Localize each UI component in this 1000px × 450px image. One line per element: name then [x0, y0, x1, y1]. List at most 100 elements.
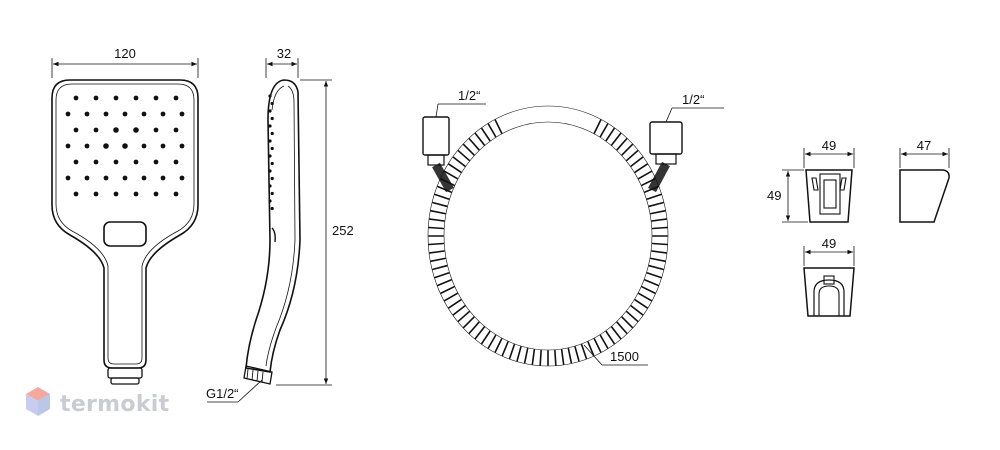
holder-front-view: 49 49	[767, 138, 855, 223]
nozzle	[122, 175, 128, 181]
hose-rib	[610, 132, 622, 146]
nozzle	[160, 111, 166, 117]
side-nozzle	[268, 139, 272, 143]
holder-front-width-label: 49	[822, 138, 836, 153]
hose-rib	[616, 138, 628, 151]
holder-side-depth-label: 47	[917, 138, 931, 153]
hose-rib	[634, 298, 648, 309]
nozzle	[173, 95, 179, 101]
hose-rib	[462, 143, 475, 156]
hose-length-label: 1500	[610, 349, 639, 364]
hose-rib	[452, 305, 466, 316]
hose-rib	[599, 123, 609, 138]
side-nozzle	[270, 116, 274, 121]
nozzle	[113, 127, 119, 133]
nozzle	[73, 159, 79, 165]
nozzle	[113, 191, 119, 197]
holder-height-label: 49	[767, 188, 781, 203]
shower-head-side-view: 32 252 G1/2“	[206, 46, 354, 403]
side-nozzle	[270, 131, 274, 136]
hose-rib	[621, 143, 634, 156]
side-nozzle	[268, 94, 272, 98]
holder-side-view: 47	[899, 138, 950, 223]
hose-rib	[430, 210, 447, 215]
hose-rib	[625, 310, 639, 323]
hose-rib	[651, 250, 668, 254]
nozzle	[153, 95, 159, 101]
nozzle	[73, 95, 79, 101]
hose-rib	[494, 119, 503, 134]
nozzle	[160, 143, 166, 149]
side-nozzle	[268, 184, 272, 188]
hose-rib	[508, 343, 516, 360]
nozzle	[103, 111, 109, 117]
hose-rib	[651, 218, 668, 222]
nozzle	[133, 95, 139, 101]
nozzle	[133, 191, 139, 197]
hose-rib	[501, 341, 509, 357]
side-nozzle	[268, 199, 272, 203]
shower-hose: 1/2“ 1/2“ 1500	[422, 88, 724, 367]
side-nozzle	[268, 154, 272, 158]
side-nozzle	[268, 169, 272, 173]
hose-rib	[641, 285, 656, 294]
nozzle	[179, 143, 185, 149]
holder-bottom-width-label: 49	[822, 236, 836, 251]
nozzle	[103, 143, 109, 149]
hose-rib	[605, 127, 616, 142]
nozzle	[93, 191, 99, 197]
holder-bottom-view: 49	[803, 236, 855, 317]
hose-rib	[599, 334, 609, 349]
hose-rib	[448, 163, 462, 173]
watermark-brand: termokit	[60, 392, 170, 417]
nozzle	[93, 159, 99, 165]
side-nozzle	[268, 124, 272, 128]
nozzle	[153, 191, 159, 197]
hose-rib	[468, 321, 480, 334]
hose-rib	[643, 279, 659, 287]
side-nozzles	[268, 94, 274, 211]
side-nozzle	[270, 146, 274, 151]
hose-rib	[523, 347, 529, 364]
hose-rib	[516, 346, 522, 362]
hose-end	[648, 161, 670, 193]
hose-rib	[648, 201, 664, 208]
nozzle	[133, 127, 139, 133]
hose-rib	[443, 292, 459, 302]
hose-rib	[574, 346, 580, 362]
hose-rib	[487, 123, 497, 138]
total-length-label: 252	[332, 223, 354, 238]
nozzle	[153, 159, 159, 165]
nozzle	[173, 127, 179, 133]
nozzle	[160, 175, 166, 181]
hose-rib	[531, 348, 536, 365]
hose-rib	[637, 170, 653, 180]
hose-rib	[587, 341, 595, 357]
hose-rib	[625, 150, 639, 162]
nozzle	[103, 175, 109, 181]
side-nozzle	[270, 161, 274, 166]
hose-rib	[480, 330, 491, 345]
hose-rib	[610, 326, 622, 340]
hose-rib	[443, 170, 459, 180]
nozzle	[173, 191, 179, 197]
nozzle	[113, 95, 119, 101]
hose-rib	[457, 310, 471, 323]
hose-rib	[616, 321, 628, 334]
hose-rib	[621, 316, 634, 329]
side-nozzle	[270, 101, 274, 106]
nozzle	[141, 175, 147, 181]
hose-rib	[649, 210, 666, 215]
hose-rib	[634, 163, 648, 173]
hose-edge-outer	[427, 105, 669, 367]
hose-coil	[427, 105, 670, 367]
hose-rib	[474, 132, 486, 146]
hose-rib	[649, 257, 666, 263]
nozzle	[93, 95, 99, 101]
hose-rib	[428, 250, 445, 254]
hose-rib	[651, 242, 668, 246]
nozzle	[65, 111, 71, 117]
hose-rib	[474, 326, 486, 340]
hose-edge-inner	[443, 121, 653, 351]
